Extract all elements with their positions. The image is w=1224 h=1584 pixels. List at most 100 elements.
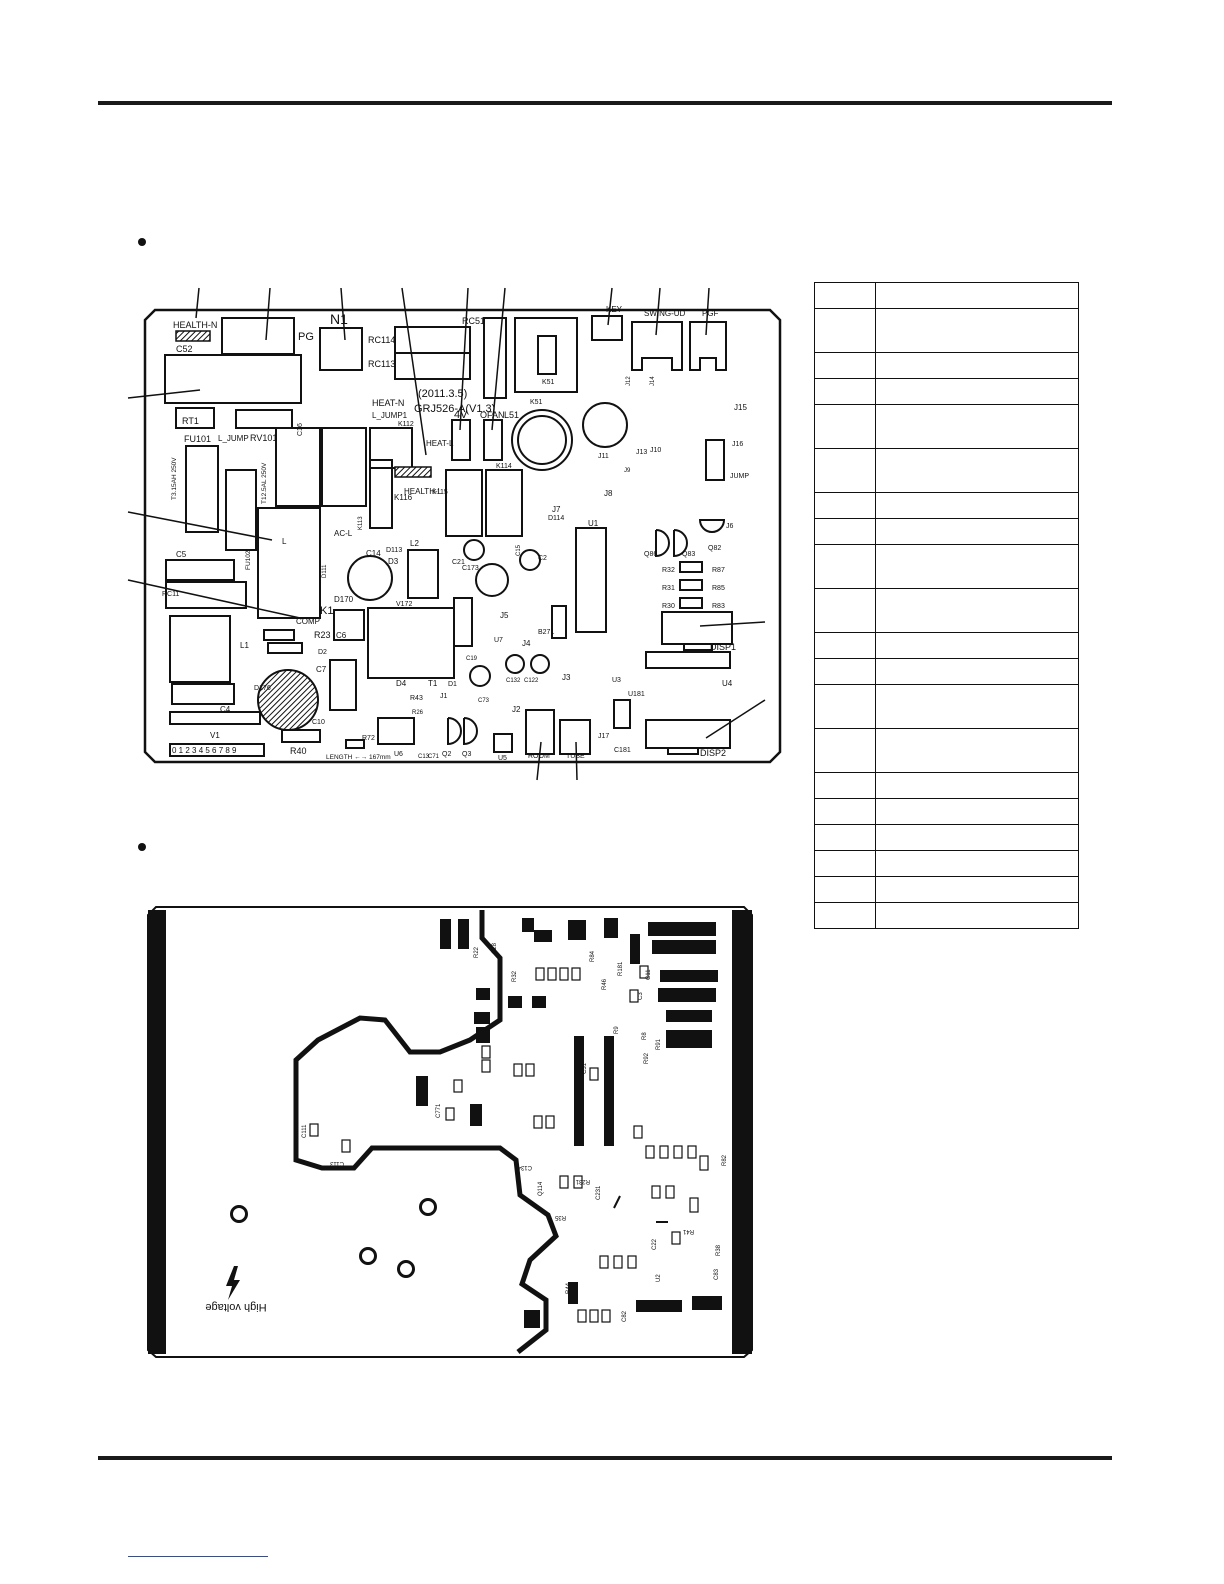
- bottom-outline-pads: [309, 965, 709, 1323]
- label-health-n: HEALTH-N: [173, 320, 217, 330]
- legend-row: [814, 492, 1079, 519]
- q3-transistor: [463, 717, 478, 746]
- label-rc11: RC11: [162, 591, 179, 598]
- label-l-jump: L_JUMP: [218, 434, 249, 443]
- legend-number-cell: [814, 588, 876, 633]
- ground-trace: [293, 910, 559, 1354]
- r32-resistor: [679, 561, 703, 573]
- c14-cap: [347, 555, 393, 601]
- k115-relay: [445, 469, 483, 537]
- n1-terminal: [319, 327, 363, 371]
- label-ac-l: AC-L: [334, 529, 353, 538]
- label-c111: C111: [302, 1124, 308, 1138]
- label-u5: U5: [498, 755, 507, 762]
- c2-cap: [519, 549, 541, 571]
- legend-row: [814, 404, 1079, 449]
- footer-link-underline[interactable]: [128, 1556, 268, 1557]
- label-c5: C5: [176, 550, 187, 559]
- label-j11: J11: [598, 453, 609, 460]
- slash-mark-1: [613, 1195, 621, 1209]
- pin-strip: [169, 743, 265, 757]
- label-pin-numbers: 0 1 2 3 4 5 6 7 8 9: [172, 746, 237, 755]
- u4-box: [645, 651, 731, 669]
- label-c52: C52: [176, 344, 193, 354]
- footer-rule: [98, 1456, 1112, 1460]
- legend-row: [814, 876, 1079, 903]
- hole-1: [230, 1205, 248, 1223]
- legend-row: [814, 824, 1079, 851]
- label-r38: R38: [716, 1244, 722, 1256]
- legend-description-cell: [875, 876, 1079, 903]
- label-model: GRJ526-A(V1.3): [414, 403, 495, 415]
- label-fu102: FU102: [245, 550, 252, 570]
- label-d2: D2: [318, 649, 327, 656]
- c132-cap: [505, 654, 525, 674]
- legend-row: [814, 850, 1079, 877]
- legend-description-cell: [875, 544, 1079, 589]
- k114-relay: [485, 469, 523, 537]
- label-r181: R181: [618, 961, 624, 976]
- label-b271: B271: [538, 629, 554, 636]
- label-fu102-rating: T12.5AL 250V: [261, 462, 268, 504]
- legend-number-cell: [814, 352, 876, 379]
- label-k1: K1: [320, 605, 333, 617]
- label-health-l: HEALTH-L: [404, 487, 443, 496]
- label-u181: U181: [628, 691, 645, 698]
- label-l-jump1: L_JUMP1: [372, 411, 408, 420]
- lightning-icon: [226, 1266, 240, 1300]
- disp1-connector: [661, 611, 733, 645]
- label-l51: L51: [504, 410, 519, 420]
- label-j14: J14: [650, 376, 656, 386]
- label-c771: C771: [436, 1103, 442, 1118]
- legend-row: [814, 658, 1079, 685]
- legend-number-cell: [814, 544, 876, 589]
- label-u3: U3: [612, 677, 621, 684]
- label-j10: J10: [650, 447, 661, 454]
- c6-box: [333, 609, 365, 641]
- label-version: (2011.3.5): [418, 388, 467, 400]
- legend-row: [814, 518, 1079, 545]
- label-rt1: RT1: [182, 416, 199, 426]
- label-k51-b: K51: [530, 399, 543, 406]
- l51-inner: [517, 415, 567, 465]
- legend-row: [814, 378, 1079, 405]
- label-c7: C7: [316, 665, 327, 674]
- label-r44: R44: [566, 1282, 572, 1294]
- legend-description-cell: [875, 902, 1079, 929]
- label-c3: C3: [638, 992, 644, 1000]
- label-r22: R22: [474, 946, 480, 958]
- label-u2: U2: [656, 1274, 662, 1282]
- label-d3: D3: [388, 557, 399, 566]
- label-c73: C73: [478, 698, 490, 704]
- j17-box: [613, 699, 631, 729]
- label-r26: R26: [412, 710, 424, 716]
- c12-cap: [469, 665, 491, 687]
- label-c83: C83: [714, 1268, 720, 1280]
- label-r32: R32: [662, 567, 675, 574]
- label-c113: C113: [329, 1160, 344, 1166]
- label-c4: C4: [220, 705, 231, 714]
- legend-description-cell: [875, 772, 1079, 799]
- label-pgf: PGF: [702, 309, 719, 318]
- label-c181: C181: [614, 747, 631, 754]
- label-r37: R37: [700, 1294, 712, 1300]
- l51-inductor: [511, 409, 573, 471]
- disp2-connector: [645, 719, 731, 749]
- label-j6: J6: [726, 523, 734, 530]
- label-k114: K114: [496, 463, 512, 470]
- fu101-fuse: [185, 445, 219, 533]
- legend-number-cell: [814, 378, 876, 405]
- big-relay-mid: [321, 427, 367, 507]
- label-r9: R9: [614, 1026, 620, 1034]
- v172-box: [453, 597, 473, 647]
- label-c11: C11: [646, 969, 652, 980]
- label-r231: R231: [575, 1178, 590, 1184]
- r30-resistor: [679, 597, 703, 609]
- c4-box: [171, 683, 235, 705]
- label-q83: Q83: [682, 551, 695, 558]
- label-r82: R82: [722, 1154, 728, 1166]
- label-k116: K116: [394, 493, 413, 502]
- label-rc114: RC114: [368, 335, 395, 345]
- label-q82: Q82: [708, 545, 721, 552]
- label-k112: K112: [398, 421, 414, 428]
